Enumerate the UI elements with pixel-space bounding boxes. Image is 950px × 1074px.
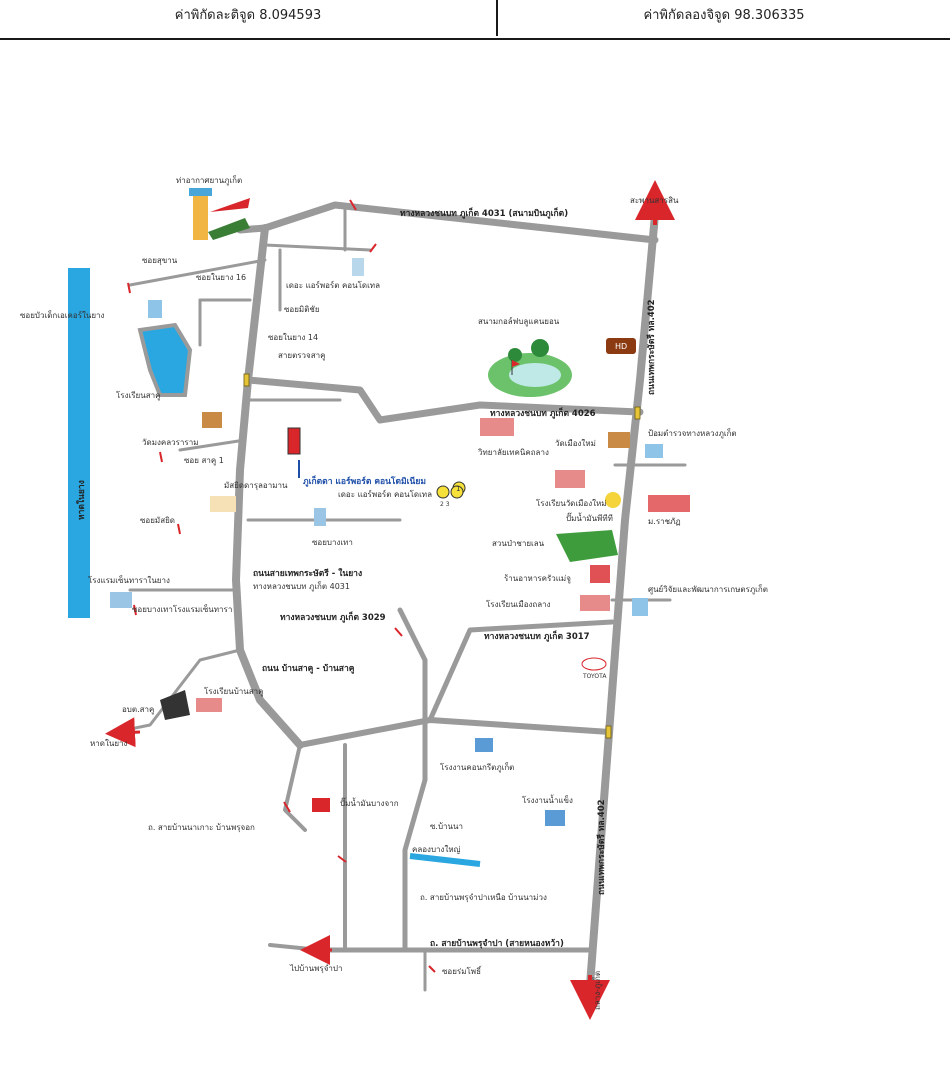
traffic-lights [243,373,641,739]
restaurant-icon [590,565,610,583]
factory-icon [475,738,493,752]
bottom-left-exit-label: ไปบ้านพรุจำปา [289,964,342,973]
building-icons [110,258,690,867]
road-3017-label: ทางหลวงชนบท ภูเก็ต 3017 [484,629,590,642]
police-label: สายตรวจสาคู [278,351,325,361]
lake [137,322,193,397]
restaurant-label: ร้านอาหารครัวแม่จู [504,574,571,584]
road-phru-champa-label: ถ. สายบ้านพรุจำปา (สายหนองหว้า) [430,938,564,949]
road-sakhu-label: ถนน บ้านสาคู - บ้านสาคู [262,663,355,674]
project-number: 1 [456,485,460,493]
factory-right-icon [545,810,565,826]
road-4031-airport-label: ทางหลวงชนบท ภูเก็ต 4031 (สนามบินภูเก็ต) [400,206,568,219]
airport-icon [189,188,250,240]
road-na-ko-label: ถ. สายบ้านนาเกาะ บ้านพรุจอก [148,823,255,832]
university-icon [480,418,514,436]
soi-naiyang-14-label: ซอยในยาง 14 [268,333,318,342]
soi-condo-label: ซอยบางเทา [312,538,353,547]
school-thalang-label: โรงเรียนเมืองถลาง [486,599,551,609]
south-exit-label: ถลาง-ภูเก็ต [592,971,603,1010]
market-icon [648,495,690,512]
police-box-icon [645,444,663,458]
north-exit-label: สะพานสารสิน [630,196,679,205]
latitude-label: ค่าพิกัดละติจูด 8.094593 [0,0,498,36]
naiyang-beach-label: หาดในยาง [76,480,87,520]
gas-lower-label: ปั๊มน้ำมันบางจาก [340,797,399,808]
west-arrow [105,717,141,748]
marker-2 [436,485,450,499]
garuda-label: อบต.สาคู [122,705,154,715]
canal-label: คลองบางใหญ่ [412,845,461,854]
wat-icon [608,432,630,448]
soi-thai-label: ซอย สาคู 1 [184,456,224,466]
university-label: วิทยาลัยเทคนิคถลาง [477,448,548,457]
wat-muang-label: วัดเมืองใหม่ [555,439,596,448]
road-markers [127,199,436,973]
soi-top-label: ซอยมิติชัย [284,305,320,314]
condo-top-label: เดอะ แอร์พอร์ต คอนโดเทล [286,280,380,290]
road-4031-label: ทางหลวงชนบท ภูเก็ต 4031 [253,581,350,592]
road-402-lower-label: ถนนเทพกระษัตรี ทล.402 [596,799,607,895]
garuda-icon [160,690,190,720]
temple-label: วัดมงคลวราราม [142,438,198,447]
hospital-label: ศูนย์วิจัยและพัฒนาการเกษตรภูเก็ต [648,584,768,595]
park-label: สวนป่าชายเลน [492,539,545,548]
gas-station-label: ปั๊มน้ำมันพีทีที [566,512,613,523]
toyota-label: TOYOTA [582,673,607,680]
golf-label: สนามกอล์ฟบลูแคนยอน [478,316,560,327]
harley-icon [606,338,636,354]
school-thalang-icon [580,595,610,611]
hotel-lower-label: โรงแรมเซ็นทาราในยาง [88,575,170,585]
soi-mosque-label: ซอยมัสยิด [140,516,175,525]
hotel-lower-icon [110,592,132,608]
naiyang-beach-water [68,268,90,618]
road-4026-label: ทางหลวงชนบท ภูเก็ต 4026 [490,406,596,419]
soi-hotel-label: ซอยบางเทาโรงแรมเซ็นทารา [132,604,232,614]
market-label: ม.ราชภัฏ [648,517,681,526]
project-label: ภูเก็ตตา แอร์พอร์ต คอนโดมิเนียม [303,474,426,487]
park-icon [556,530,618,562]
canal-icon [409,853,481,867]
landmark-icon [314,508,326,526]
soi-lower-label: ซ.บ้านนา [430,822,463,831]
landmark-2-label: เดอะ แอร์พอร์ต คอนโดเทล [338,489,432,499]
gas-station-icon [605,492,621,508]
school-left-label: โรงเรียนสาคู [116,390,160,401]
mosque-icon [210,496,236,512]
factory-label: โรงงานคอนกรีตภูเก็ต [440,762,514,773]
school-right-label: โรงเรียนวัดเมืองใหม่ [536,498,607,508]
west-exit-label: หาดในยาง [90,739,128,748]
police-box-label: ป้อมตำรวจทางหลวงภูเก็ต [648,428,737,439]
school-sakhu-label: โรงเรียนบ้านสาคู [204,686,263,697]
project-marker [287,427,301,455]
airport-label: ท่าอากาศยานภูเก็ต [176,175,242,186]
road-phru-champa-north-label: ถ. สายบ้านพรุจำปาเหนือ บ้านนาม่วง [420,893,547,902]
gas-lower-icon [312,798,330,812]
hotel-left-label: ซอยบัวเด็กเอเคอร์ในยาง [20,310,105,320]
soi-2-label: ซอยในยาง 16 [196,273,246,282]
mosque-label: มัสยิดดารุลอามาน [224,481,288,490]
road-network [123,201,687,992]
coordinates-header: ค่าพิกัดละติจูด 8.094593 ค่าพิกัดลองจิจู… [0,0,950,40]
road-3029-label: ทางหลวงชนบท ภูเก็ต 3029 [280,610,386,623]
hotel-icon [148,300,162,318]
factory-right-label: โรงงานน้ำแข็ง [522,794,573,805]
marker-3 [450,485,464,499]
school-sakhu-icon [196,698,222,712]
road-402-upper-label: ถนนเทพกระษัตรี ทล.402 [646,299,657,395]
school-icon [555,470,585,488]
landmark-numbers: 2 3 [440,501,450,508]
longitude-label: ค่าพิกัดลองจิจูด 98.306335 [643,8,805,23]
golf-course-icon [488,339,572,397]
temple-icon [202,412,222,428]
road-thepkrasattri-label: ถนนสายเทพกระษัตรี - ในยาง [253,568,362,579]
harley-label: HD [615,342,627,351]
soi-1-label: ซอยสุขาน [142,256,178,265]
soi-bottom-label: ซอยร่มโพธิ์ [442,965,482,976]
toyota-icon [581,657,607,671]
hospital-icon [632,598,648,616]
condo-icon [352,258,364,276]
